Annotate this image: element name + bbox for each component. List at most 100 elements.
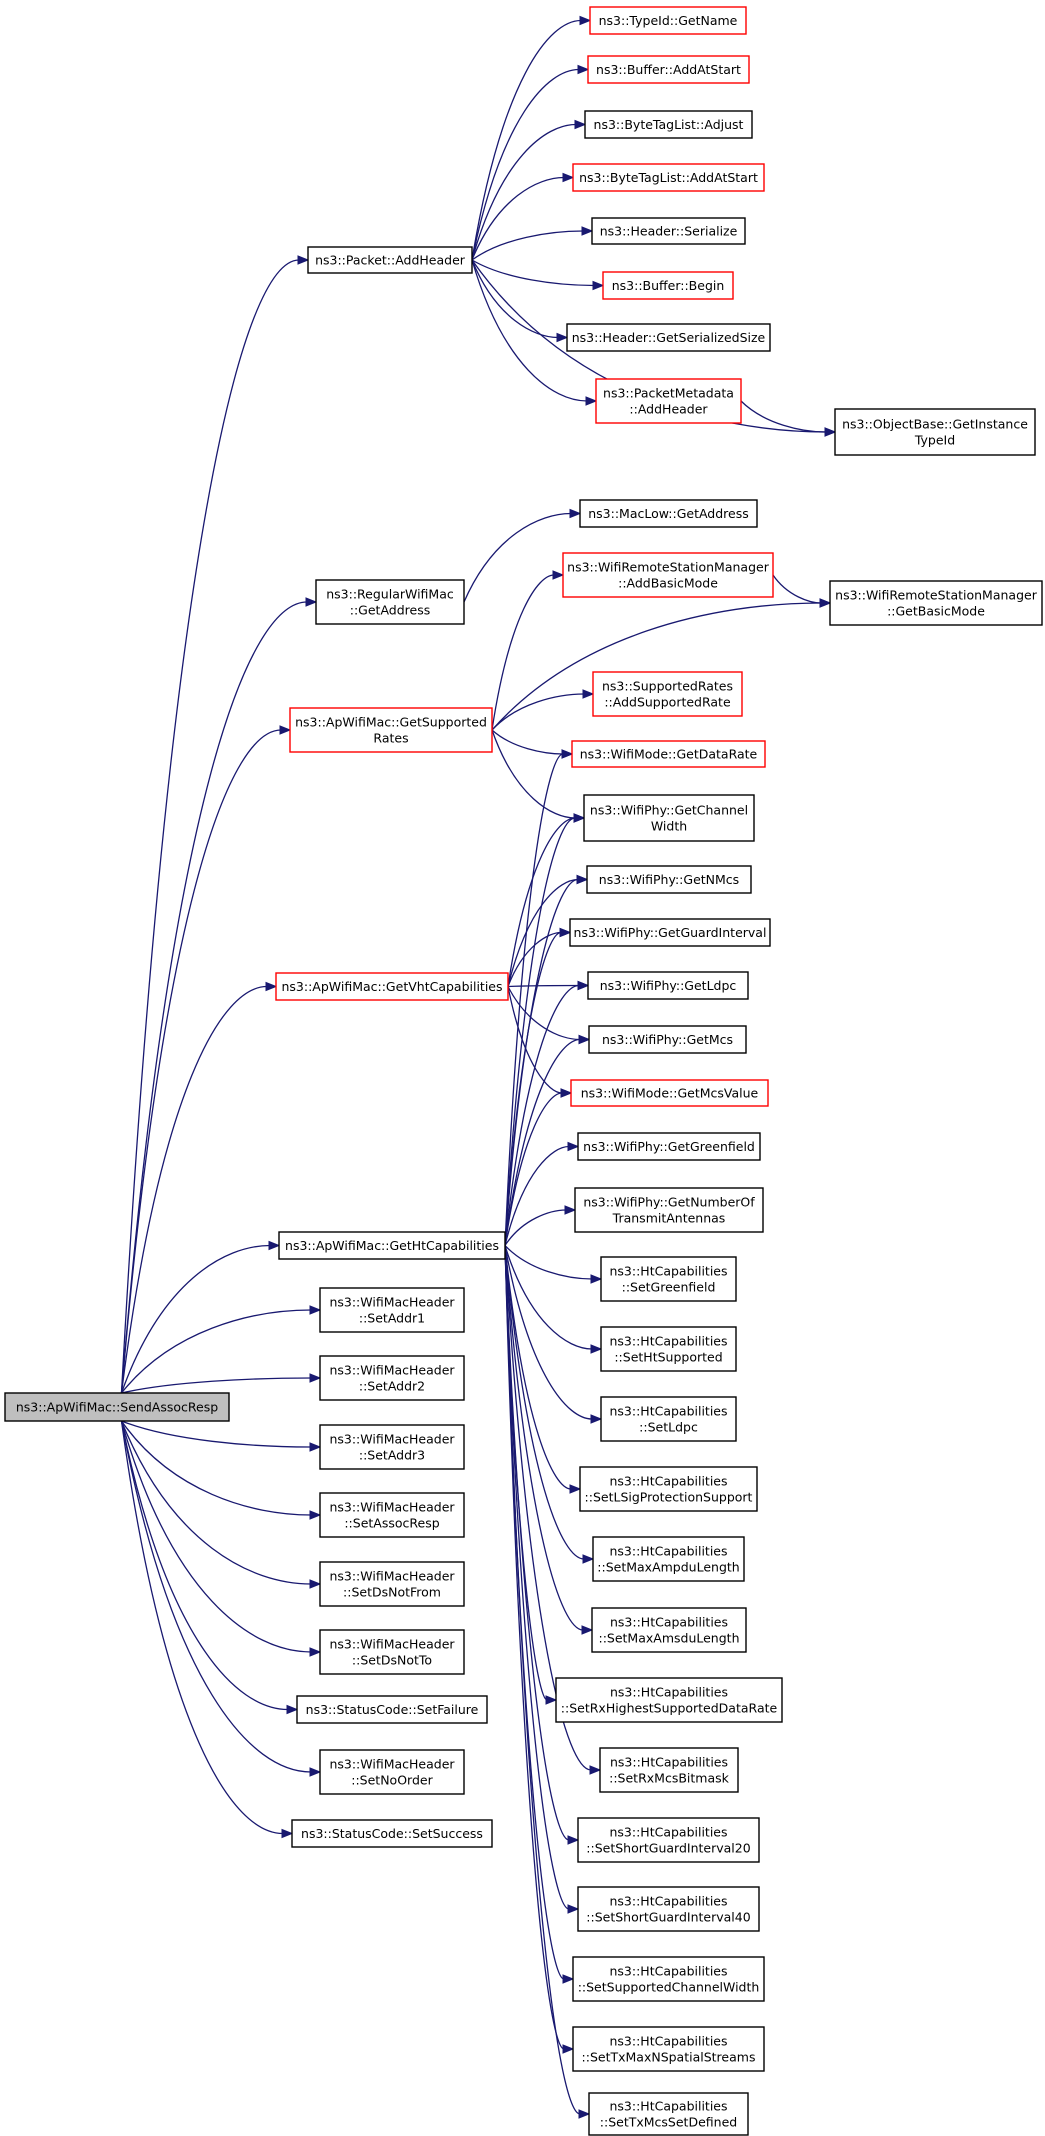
node-box[interactable]: [275, 972, 509, 1001]
node-regmac-getaddress[interactable]: ns3::RegularWifiMac::GetAddress: [315, 579, 465, 625]
node-wrsm-getbasicmode[interactable]: ns3::WifiRemoteStationManager::GetBasicM…: [829, 580, 1043, 626]
node-box[interactable]: [4, 1392, 230, 1422]
node-box[interactable]: [577, 1817, 760, 1863]
node-wmh-setdsnotto[interactable]: ns3::WifiMacHeader::SetDsNotTo: [319, 1629, 465, 1675]
node-box[interactable]: [319, 1561, 465, 1607]
node-box[interactable]: [591, 217, 746, 245]
node-htc-setldpc[interactable]: ns3::HtCapabilities::SetLdpc: [600, 1396, 737, 1442]
node-box[interactable]: [319, 1629, 465, 1675]
node-htc-settxmcs[interactable]: ns3::HtCapabilities::SetTxMcsSetDefined: [588, 2092, 749, 2136]
node-phy-getldpc[interactable]: ns3::WifiPhy::GetLdpc: [587, 971, 749, 1000]
node-buffer-addatstart[interactable]: ns3::Buffer::AddAtStart: [587, 55, 750, 84]
node-header-getsersize[interactable]: ns3::Header::GetSerializedSize: [566, 323, 771, 352]
node-sc-setsuccess[interactable]: ns3::StatusCode::SetSuccess: [291, 1819, 493, 1848]
node-root[interactable]: ns3::ApWifiMac::SendAssocResp: [4, 1392, 230, 1422]
node-box[interactable]: [315, 579, 465, 625]
node-box[interactable]: [587, 55, 750, 84]
node-apmac-getvht[interactable]: ns3::ApWifiMac::GetVhtCapabilities: [275, 972, 509, 1001]
node-pkt-addheader[interactable]: ns3::Packet::AddHeader: [307, 246, 473, 274]
node-wrsm-addbasicmode[interactable]: ns3::WifiRemoteStationManager::AddBasicM…: [562, 552, 774, 598]
node-htc-sethtsupported[interactable]: ns3::HtCapabilities::SetHtSupported: [600, 1326, 737, 1372]
node-bytetag-addatstart[interactable]: ns3::ByteTagList::AddAtStart: [572, 163, 765, 192]
node-box[interactable]: [571, 740, 766, 768]
node-htc-setmaxamsdu[interactable]: ns3::HtCapabilities::SetMaxAmsduLength: [591, 1607, 747, 1653]
node-wmh-setaddr3[interactable]: ns3::WifiMacHeader::SetAddr3: [319, 1424, 465, 1470]
node-box[interactable]: [278, 1231, 506, 1260]
node-box[interactable]: [579, 1466, 758, 1512]
node-wmh-setdsnotfrom[interactable]: ns3::WifiMacHeader::SetDsNotFrom: [319, 1561, 465, 1607]
node-box[interactable]: [586, 865, 752, 894]
node-box[interactable]: [584, 110, 753, 139]
node-box[interactable]: [600, 1396, 737, 1442]
node-htc-setsupchw[interactable]: ns3::HtCapabilities::SetSupportedChannel…: [572, 1956, 765, 2002]
node-box[interactable]: [577, 1886, 760, 1932]
node-box[interactable]: [588, 1025, 747, 1054]
node-wmh-setnoorder[interactable]: ns3::WifiMacHeader::SetNoOrder: [319, 1749, 465, 1795]
node-box[interactable]: [569, 918, 771, 947]
node-htc-setmaxampdu[interactable]: ns3::HtCapabilities::SetMaxAmpduLength: [592, 1536, 745, 1582]
node-phy-getnmcs[interactable]: ns3::WifiPhy::GetNMcs: [586, 865, 752, 894]
node-box[interactable]: [319, 1749, 465, 1795]
node-header-serialize[interactable]: ns3::Header::Serialize: [591, 217, 746, 245]
node-htc-settxmaxn[interactable]: ns3::HtCapabilities::SetTxMaxNSpatialStr…: [572, 2026, 765, 2072]
node-box[interactable]: [570, 1079, 769, 1107]
node-htc-setrxhighest[interactable]: ns3::HtCapabilities::SetRxHighestSupport…: [555, 1677, 783, 1723]
node-phy-getgreenfield[interactable]: ns3::WifiPhy::GetGreenfield: [577, 1132, 761, 1161]
node-box[interactable]: [319, 1492, 465, 1538]
node-wmh-setassocresp[interactable]: ns3::WifiMacHeader::SetAssocResp: [319, 1492, 465, 1538]
node-box[interactable]: [602, 271, 734, 300]
node-apmac-getht[interactable]: ns3::ApWifiMac::GetHtCapabilities: [278, 1231, 506, 1260]
node-box[interactable]: [562, 552, 774, 598]
node-sc-setfailure[interactable]: ns3::StatusCode::SetFailure: [296, 1695, 488, 1724]
node-htc-setsgi40[interactable]: ns3::HtCapabilities::SetShortGuardInterv…: [577, 1886, 760, 1932]
node-box[interactable]: [319, 1287, 465, 1333]
node-wifimode-getmcsvalue[interactable]: ns3::WifiMode::GetMcsValue: [570, 1079, 769, 1107]
node-wifimode-getdatarate[interactable]: ns3::WifiMode::GetDataRate: [571, 740, 766, 768]
node-htc-setsgi20[interactable]: ns3::HtCapabilities::SetShortGuardInterv…: [577, 1817, 760, 1863]
node-box[interactable]: [592, 1536, 745, 1582]
node-box[interactable]: [296, 1695, 488, 1724]
node-phy-getnumtx[interactable]: ns3::WifiPhy::GetNumberOfTransmitAntenna…: [574, 1187, 764, 1233]
node-wmh-setaddr2[interactable]: ns3::WifiMacHeader::SetAddr2: [319, 1355, 465, 1401]
node-box[interactable]: [599, 1747, 739, 1793]
node-box[interactable]: [834, 408, 1036, 456]
node-box[interactable]: [307, 246, 473, 274]
node-pktmeta-addheader[interactable]: ns3::PacketMetadata::AddHeader: [595, 378, 742, 424]
node-box[interactable]: [572, 163, 765, 192]
node-box[interactable]: [566, 323, 771, 352]
node-box[interactable]: [289, 707, 493, 753]
node-box[interactable]: [591, 1607, 747, 1653]
node-htc-setgreenfield[interactable]: ns3::HtCapabilities::SetGreenfield: [600, 1256, 737, 1302]
node-box[interactable]: [579, 499, 758, 528]
node-bytetag-adjust[interactable]: ns3::ByteTagList::Adjust: [584, 110, 753, 139]
node-wmh-setaddr1[interactable]: ns3::WifiMacHeader::SetAddr1: [319, 1287, 465, 1333]
node-phy-getmcs[interactable]: ns3::WifiPhy::GetMcs: [588, 1025, 747, 1054]
node-phy-getguard[interactable]: ns3::WifiPhy::GetGuardInterval: [569, 918, 771, 947]
node-box[interactable]: [583, 794, 755, 842]
node-typeid-getname[interactable]: ns3::TypeId::GetName: [589, 6, 747, 35]
node-box[interactable]: [829, 580, 1043, 626]
node-box[interactable]: [577, 1132, 761, 1161]
node-box[interactable]: [319, 1424, 465, 1470]
node-box[interactable]: [589, 6, 747, 35]
node-box[interactable]: [587, 971, 749, 1000]
node-box[interactable]: [572, 1956, 765, 2002]
node-box[interactable]: [572, 2026, 765, 2072]
node-box[interactable]: [319, 1355, 465, 1401]
node-box[interactable]: [555, 1677, 783, 1723]
node-box[interactable]: [588, 2092, 749, 2136]
node-suprates-add[interactable]: ns3::SupportedRates::AddSupportedRate: [592, 671, 743, 717]
node-box[interactable]: [592, 671, 743, 717]
node-box[interactable]: [600, 1326, 737, 1372]
node-box[interactable]: [595, 378, 742, 424]
node-buffer-begin[interactable]: ns3::Buffer::Begin: [602, 271, 734, 300]
node-maclow-getaddress[interactable]: ns3::MacLow::GetAddress: [579, 499, 758, 528]
node-box[interactable]: [600, 1256, 737, 1302]
node-box[interactable]: [574, 1187, 764, 1233]
node-htc-setlsig[interactable]: ns3::HtCapabilities::SetLSigProtectionSu…: [579, 1466, 758, 1512]
node-box[interactable]: [291, 1819, 493, 1848]
node-htc-setrxmcs[interactable]: ns3::HtCapabilities::SetRxMcsBitmask: [599, 1747, 739, 1793]
